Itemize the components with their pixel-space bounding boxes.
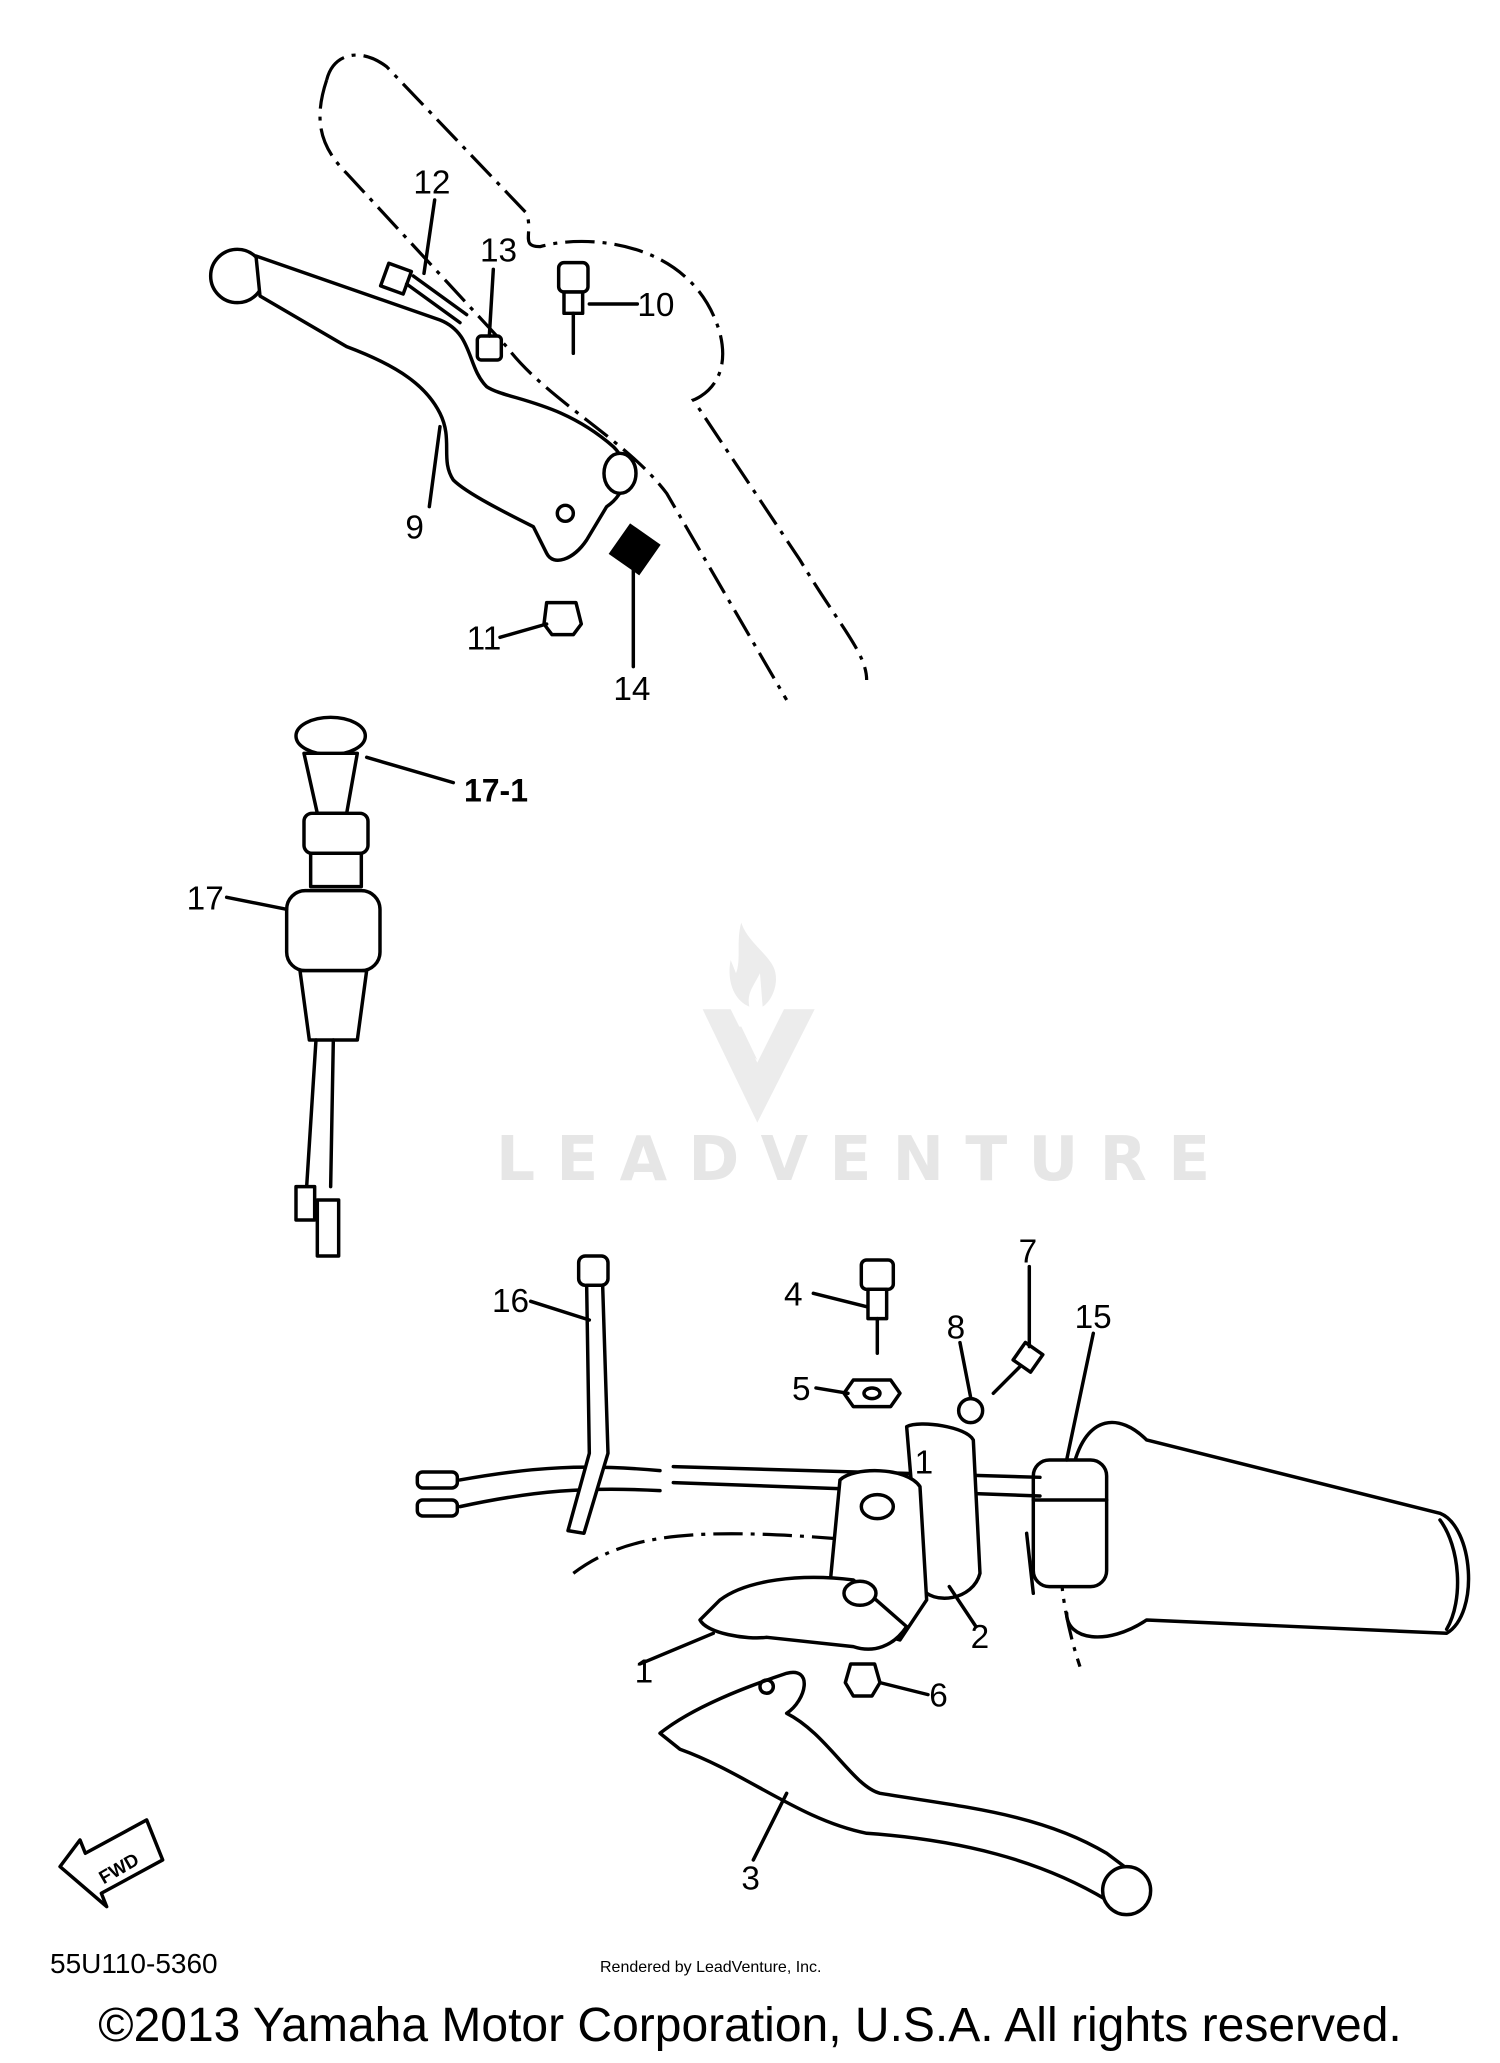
copyright-notice: ©2013 Yamaha Motor Corporation, U.S.A. A… xyxy=(98,1999,1402,2052)
part-17-switch xyxy=(284,715,382,1258)
callout-1: 1 xyxy=(635,1654,654,1691)
callout-5: 5 xyxy=(792,1371,811,1408)
part-4-bolt xyxy=(859,1258,896,1356)
callout-11: 11 xyxy=(467,620,502,657)
part-9-lever xyxy=(208,247,638,562)
leader-lines xyxy=(224,198,1096,1862)
bottom-handlebar xyxy=(572,1420,1471,1668)
diagram-part-code: 55U110-5360 xyxy=(50,1948,218,1979)
part-13-nut xyxy=(475,334,504,362)
callout-7: 7 xyxy=(1019,1234,1038,1271)
part-15-housing xyxy=(1031,1458,1109,1589)
part-6-nut xyxy=(843,1662,882,1698)
part-3-lever xyxy=(658,1670,1153,1917)
callout-6: 6 xyxy=(929,1678,948,1715)
top-handlebar xyxy=(318,53,869,701)
part-1-master-cylinder xyxy=(698,1422,982,1651)
callout-14: 14 xyxy=(613,671,650,708)
callout-1-b: 1 xyxy=(915,1444,934,1481)
callout-2: 2 xyxy=(971,1619,990,1656)
watermark-text: LEADVENTURE xyxy=(496,1124,1231,1195)
callout-13: 13 xyxy=(480,232,517,269)
callout-10: 10 xyxy=(637,287,674,324)
part-14-spring xyxy=(608,523,661,576)
part-16-cable-tie xyxy=(566,1254,610,1536)
callout-3: 3 xyxy=(741,1860,760,1897)
forward-arrow-icon: FWD xyxy=(58,1818,165,1909)
part-11-nut xyxy=(542,600,584,637)
callout-8: 8 xyxy=(947,1310,966,1347)
callout-17-1: 17-1 xyxy=(464,772,528,808)
wire-harness xyxy=(415,1464,1042,1518)
part-7-screw xyxy=(991,1340,1045,1396)
part-8-washer xyxy=(956,1396,985,1425)
callout-12: 12 xyxy=(413,164,450,201)
part-5-nut xyxy=(842,1378,902,1409)
part-12-bolt xyxy=(378,261,469,325)
callout-16: 16 xyxy=(492,1283,529,1320)
leadventure-logo: LEADVENTURE xyxy=(496,922,1231,1195)
callout-17: 17 xyxy=(187,880,224,917)
part-10-pivot-bolt xyxy=(556,260,590,356)
callout-4: 4 xyxy=(784,1276,803,1313)
callout-15: 15 xyxy=(1075,1299,1112,1336)
switch-screw xyxy=(1024,1531,1036,1596)
callout-9: 9 xyxy=(405,510,424,547)
rendered-by-note: Rendered by LeadVenture, Inc. xyxy=(600,1959,822,1976)
